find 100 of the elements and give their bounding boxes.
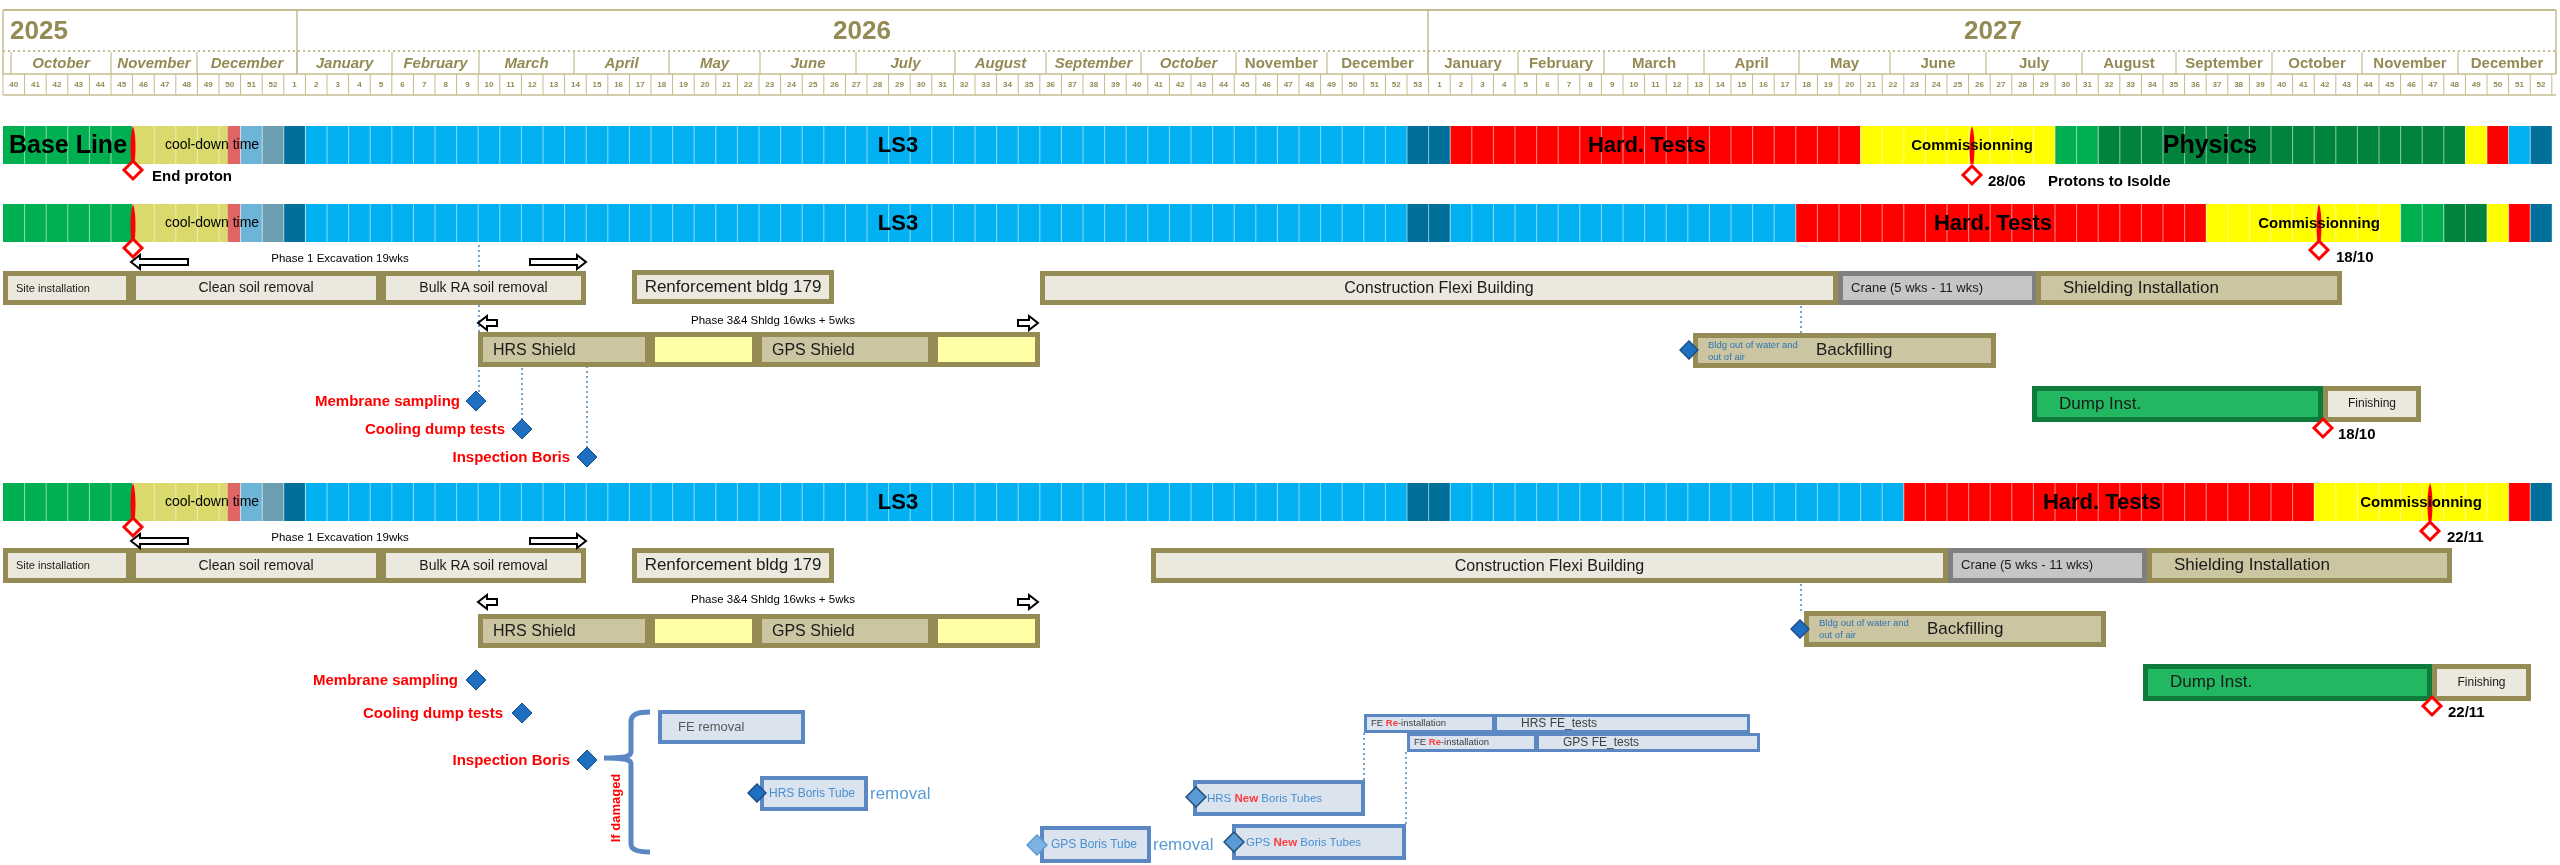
month-label: February	[403, 54, 468, 72]
month-label: November	[2373, 54, 2447, 72]
milestone-marker	[122, 516, 144, 538]
milestone-diamond	[465, 390, 487, 412]
week-number: 36	[2190, 80, 2200, 90]
milestone-label: 28/06	[1988, 172, 2026, 190]
week-number: 46	[138, 80, 148, 90]
month-label: May	[699, 54, 730, 72]
week-number: 38	[2234, 80, 2244, 90]
week-number: 52	[268, 80, 278, 90]
week-number: 52	[1391, 80, 1401, 90]
week-number: 14	[1715, 80, 1725, 90]
week-number: 25	[808, 80, 818, 90]
week-number: 24	[1931, 80, 1941, 90]
week-number: 48	[182, 80, 192, 90]
week-number: 35	[1024, 80, 1034, 90]
task-bar	[658, 710, 805, 744]
week-number: 34	[1002, 80, 1012, 90]
month-label: April	[1734, 54, 1769, 72]
week-number: 7	[1566, 80, 1572, 90]
task-bar	[632, 270, 834, 304]
task-label: Crane (5 wks - 11 wks)	[1851, 280, 1983, 296]
week-number: 51	[246, 80, 256, 90]
week-number: 21	[722, 80, 732, 90]
task-label: Clean soil removal	[198, 557, 314, 574]
week-number: 47	[2428, 80, 2438, 90]
task-label: Construction Flexi Building	[1344, 279, 1534, 297]
week-number: 35	[2169, 80, 2179, 90]
month-label: February	[1528, 54, 1594, 72]
week-number: 46	[2406, 80, 2416, 90]
week-number: 18	[657, 80, 667, 90]
task-label: Crane (5 wks - 11 wks)	[1961, 558, 2093, 573]
week-number: 47	[160, 80, 170, 90]
task-bar	[1804, 611, 2106, 647]
week-number: 43	[2342, 80, 2352, 90]
phase-note: Phase 1 Excavation 19wks	[271, 251, 409, 265]
week-number: 8	[1588, 80, 1593, 90]
milestone-diamond	[511, 418, 533, 440]
week-number: 18	[1802, 80, 1812, 90]
week-number: 28	[2018, 80, 2028, 90]
week-number: 40	[2277, 80, 2287, 90]
task-bar	[760, 776, 868, 811]
task-label: Renforcement bldg 179	[644, 556, 822, 575]
month-label: March	[504, 54, 549, 72]
week-number: 1	[1437, 80, 1442, 90]
week-number: 11	[506, 80, 515, 90]
task-label: Dump Inst.	[2170, 673, 2253, 692]
week-number: 17	[1780, 80, 1790, 90]
week-number: 42	[52, 80, 62, 90]
phase-label: Hard. Tests	[1933, 210, 2053, 236]
task-label: GPS Shield	[772, 340, 855, 359]
milestone-label: Membrane sampling	[314, 392, 460, 410]
week-number: 3	[1480, 80, 1485, 90]
task-label: Renforcement bldg 179	[644, 277, 822, 297]
month-label: December	[1341, 54, 1414, 72]
task-label: Finishing	[2348, 397, 2396, 411]
task-label: Dump Inst.	[2059, 394, 2142, 414]
task-bar	[381, 548, 586, 583]
week-number: 16	[1758, 80, 1768, 90]
week-number: 52	[2536, 80, 2546, 90]
bracket-label: If damaged	[609, 773, 623, 843]
phase-note: Phase 1 Excavation 19wks	[271, 530, 409, 544]
task-bar	[1232, 824, 1406, 860]
week-number: 9	[465, 80, 470, 90]
week-number: 48	[2450, 80, 2460, 90]
task-label: GPS Shield	[772, 622, 855, 640]
week-number: 33	[981, 80, 991, 90]
week-number: 22	[1888, 80, 1898, 90]
task-bar	[2036, 271, 2342, 305]
month-label: June	[1920, 54, 1956, 72]
week-number: 49	[203, 80, 213, 90]
week-number: 6	[400, 80, 405, 90]
week-number: 3	[335, 80, 340, 90]
week-number: 24	[786, 80, 796, 90]
week-number: 2	[313, 80, 319, 90]
week-number: 4	[1501, 80, 1507, 90]
phase-note: Phase 3&4 Shldg 16wks + 5wks	[691, 592, 855, 606]
milestone-label: Protons to Isolde	[2048, 172, 2171, 190]
week-number: 44	[2363, 80, 2373, 90]
week-number: 41	[30, 80, 40, 90]
phase-label: Hard. Tests	[1587, 132, 1707, 158]
week-number: 17	[635, 80, 645, 90]
phase-label: cool-down time	[164, 137, 260, 153]
week-number: 29	[894, 80, 904, 90]
week-number: 47	[1283, 80, 1293, 90]
month-label: September	[1054, 54, 1133, 72]
phase-bar	[3, 483, 2552, 521]
week-number: 25	[1953, 80, 1963, 90]
week-number: 30	[2061, 80, 2071, 90]
week-number: 14	[570, 80, 580, 90]
task-bar	[1494, 714, 1750, 733]
month-label: December	[210, 54, 284, 72]
milestone-marker	[122, 159, 144, 181]
task-label: FE removal	[678, 719, 745, 735]
task-label: Finishing	[2457, 675, 2506, 690]
week-number: 1	[292, 80, 297, 90]
week-number: 29	[2039, 80, 2049, 90]
week-number: 43	[1197, 80, 1207, 90]
task-bar	[1838, 271, 2037, 305]
task-bar	[2143, 664, 2432, 701]
